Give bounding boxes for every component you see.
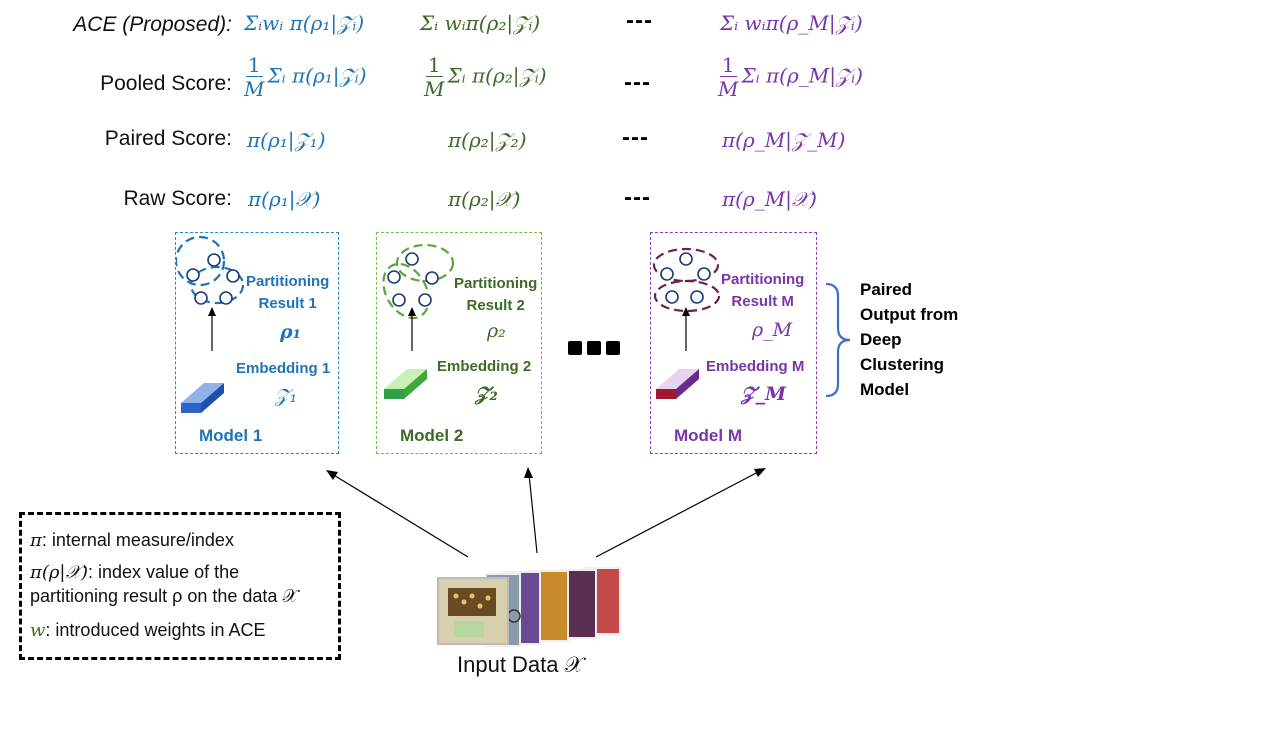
legend-pi-line: π: internal measure/index (30, 530, 234, 551)
ace-model1-score: Σᵢwᵢ π(ρ₁|𝒵ᵢ) (244, 11, 365, 35)
raw-ellipsis: --- (624, 184, 651, 211)
modelM-z: 𝒵_M (741, 383, 786, 405)
model1-rho: ρ₁ (280, 321, 301, 343)
pooled-ellipsis: --- (624, 69, 651, 96)
model1-cluster-graphic (176, 235, 245, 413)
model2-embedding-label: Embedding 2 (437, 358, 532, 375)
ace-modelM-score: Σᵢ wᵢπ(ρ_M|𝒵ᵢ) (720, 11, 863, 35)
paired-ellipsis: --- (622, 124, 649, 151)
ace-model2-score: Σᵢ wᵢπ(ρ₂|𝒵ᵢ) (420, 11, 541, 35)
model1-title: Model 1 (199, 426, 263, 445)
legend-box: π: internal measure/index π(ρ|𝒳): index … (19, 512, 341, 660)
paired-row-label: Paired Score: (104, 127, 232, 150)
model2-z: 𝒵₂ (475, 383, 498, 405)
legend-partitioning-line: partitioning result ρ on the data 𝒳 (30, 586, 298, 606)
raw-model2-score: π(ρ₂|𝒳) (448, 187, 521, 211)
paired-model1-score: π(ρ₁|𝒵₁) (247, 128, 326, 152)
model1-box: Partitioning Result 1 ρ₁ Embedding 1 𝒵₁ … (175, 232, 339, 454)
model2-title: Model 2 (400, 426, 464, 445)
modelM-title: Model M (674, 426, 742, 445)
ace-ellipsis: --- (626, 7, 653, 34)
modelM-embedding-label: Embedding M (706, 358, 805, 375)
paired-model2-score: π(ρ₂|𝒵₂) (448, 128, 527, 152)
modelM-box: Partitioning Result M ρ_M Embedding M 𝒵_… (650, 232, 817, 454)
legend-index-line: π(ρ|𝒳): index value of the (30, 562, 240, 583)
input-images-stack (437, 567, 621, 647)
modelM-partitioning-label: Partitioning Result M (721, 271, 805, 310)
legend-weights-line: w: introduced weights in ACE (30, 620, 266, 641)
pooled-row-label: Pooled Score: (100, 72, 232, 95)
right-brace-icon (825, 282, 851, 398)
paired-output-label: Paired Output from Deep Clustering Model (860, 280, 959, 399)
raw-row-label: Raw Score: (123, 187, 232, 210)
model1-partitioning-label: Partitioning Result 1 (246, 273, 330, 312)
model1-embedding-label: Embedding 1 (236, 360, 331, 377)
ace-row-label: ACE (Proposed): (73, 13, 232, 36)
model2-rho: ρ₂ (487, 320, 506, 342)
paired-modelM-score: π(ρ_M|𝒵_M) (722, 128, 846, 152)
modelM-cluster-graphic (652, 247, 721, 399)
model1-z: 𝒵₁ (275, 385, 298, 407)
raw-model1-score: π(ρ₁|𝒳) (248, 187, 321, 211)
model2-box: Partitioning Result 2 ρ₂ Embedding 2 𝒵₂ … (376, 232, 542, 454)
models-ellipsis (568, 341, 620, 355)
model2-partitioning-label: Partitioning Result 2 (454, 275, 538, 314)
raw-modelM-score: π(ρ_M|𝒳) (722, 187, 817, 211)
ellipsis-squares (568, 341, 620, 355)
modelM-rho: ρ_M (752, 319, 793, 341)
model2-cluster-graphic (382, 243, 455, 399)
input-data-label: Input Data 𝒳 (457, 652, 584, 677)
